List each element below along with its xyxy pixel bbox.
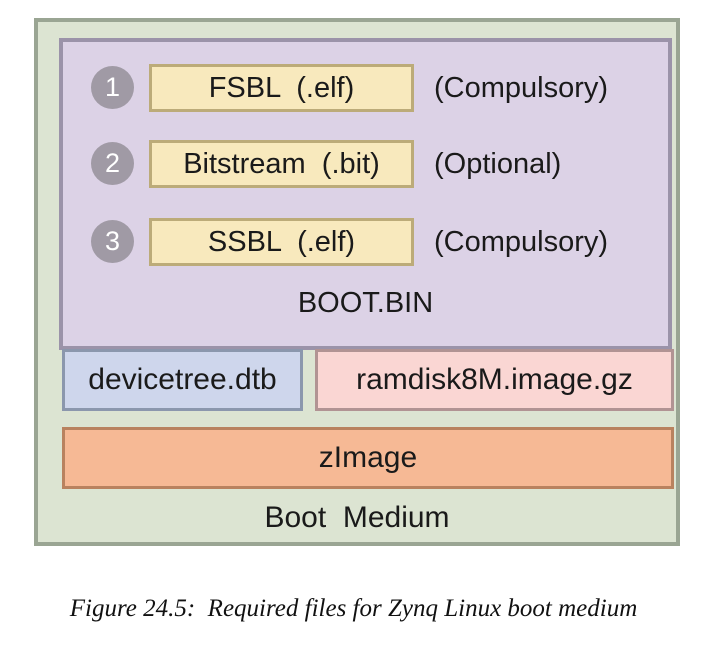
file-box-devicetree: devicetree.dtb — [62, 349, 303, 411]
bootbin-label: BOOT.BIN — [297, 287, 434, 319]
file-box-bitstream: Bitstream (.bit) — [149, 140, 414, 188]
file-box-fsbl: FSBL (.elf) — [149, 64, 414, 112]
file-box-ramdisk: ramdisk8M.image.gz — [315, 349, 674, 411]
step-number-badge-1: 1 — [91, 66, 134, 109]
step-number-badge-3: 3 — [91, 220, 134, 263]
step-number-badge-2: 2 — [91, 142, 134, 185]
file-box-ssbl: SSBL (.elf) — [149, 218, 414, 266]
bootbin-panel: 1 FSBL (.elf) (Compulsory) 2 Bitstream (… — [59, 38, 672, 350]
requirement-label-bitstream: (Optional) — [434, 148, 562, 180]
boot-medium-container: 1 FSBL (.elf) (Compulsory) 2 Bitstream (… — [34, 18, 680, 546]
file-row-bitstream: 2 Bitstream (.bit) (Optional) — [63, 140, 668, 190]
requirement-label-fsbl: (Compulsory) — [434, 72, 609, 104]
file-row-fsbl: 1 FSBL (.elf) (Compulsory) — [63, 64, 668, 114]
boot-medium-label: Boot Medium — [264, 501, 450, 534]
figure-caption: Figure 24.5: Required files for Zynq Lin… — [69, 595, 638, 622]
file-row-ssbl: 3 SSBL (.elf) (Compulsory) — [63, 218, 668, 268]
requirement-label-ssbl: (Compulsory) — [434, 226, 609, 258]
file-box-zimage: zImage — [62, 427, 674, 489]
